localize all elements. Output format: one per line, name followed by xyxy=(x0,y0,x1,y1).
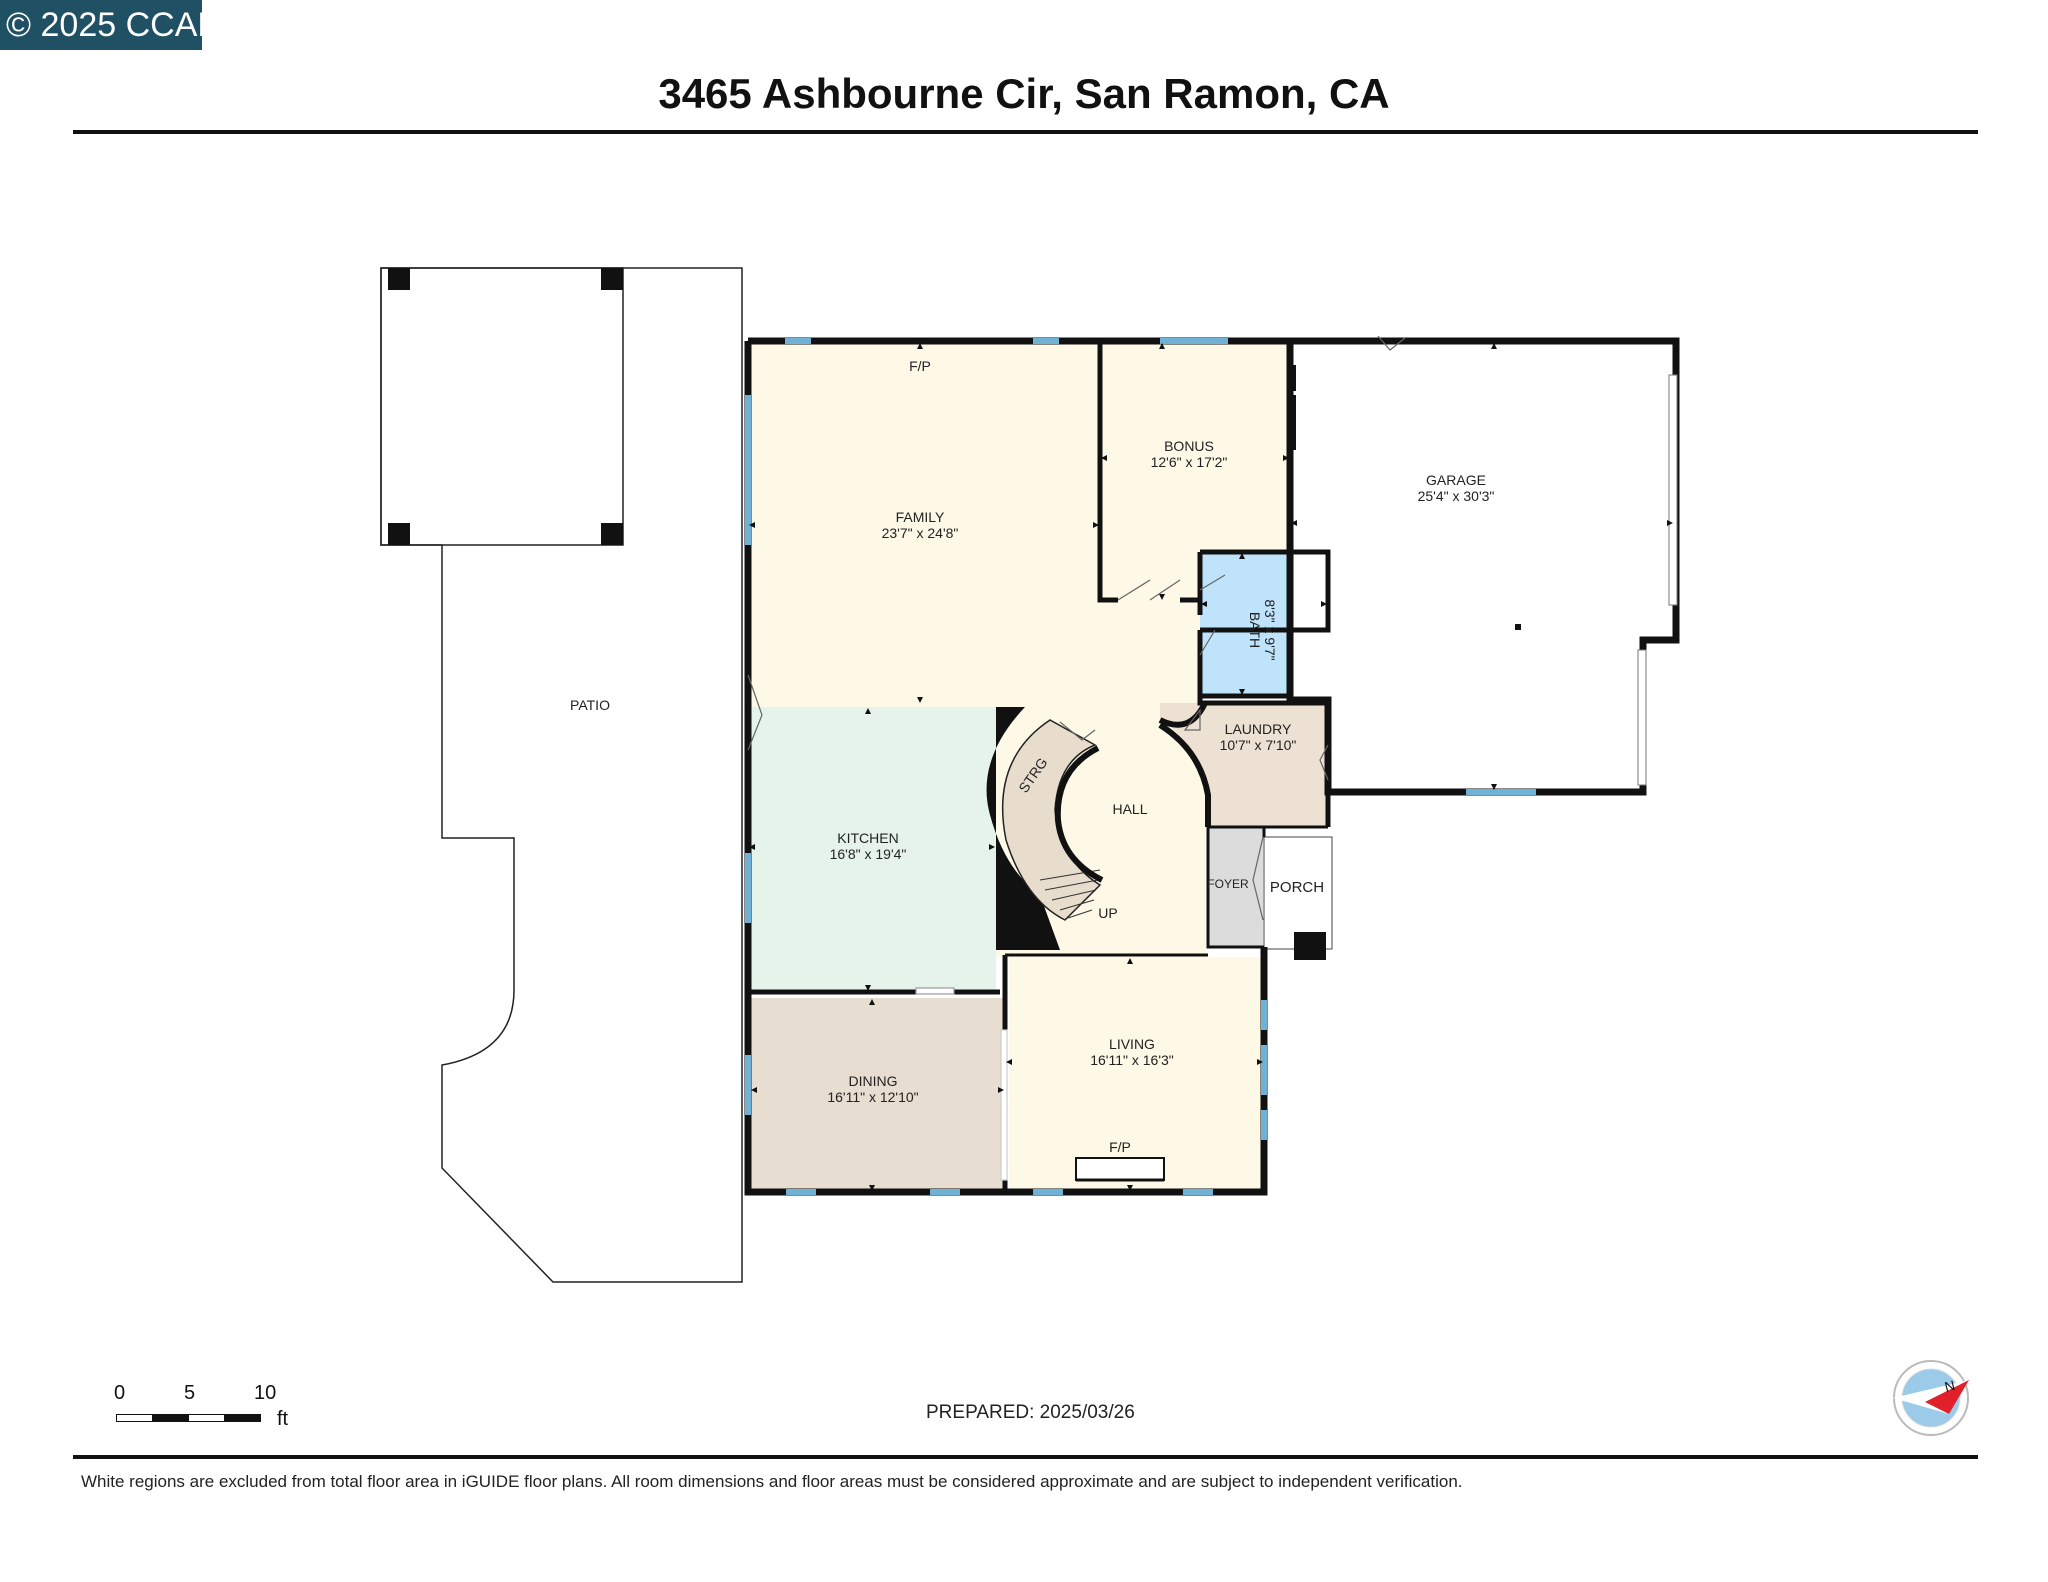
windows xyxy=(745,338,1267,1195)
living-fireplace xyxy=(1075,1157,1165,1181)
garage-area xyxy=(1286,337,1680,796)
room-foyer-fill xyxy=(1208,827,1263,947)
scale-segment xyxy=(152,1414,189,1422)
garage-name: GARAGE xyxy=(1426,472,1486,488)
foyer-name: FOYER xyxy=(1207,877,1249,891)
bonus-dims: 12'6" x 17'2" xyxy=(1151,454,1228,470)
copyright-badge: © 2025 CCAR xyxy=(0,0,222,50)
scale-bar: 0 5 10 ft xyxy=(114,1382,314,1432)
footer-rule xyxy=(73,1455,1978,1459)
kitchen-dims: 16'8" x 19'4" xyxy=(830,846,907,862)
doors xyxy=(747,335,1406,1181)
room-laundry-fill xyxy=(1160,703,1328,827)
patio-area xyxy=(380,267,743,1283)
scale-segment xyxy=(188,1414,225,1422)
stairs-up-label: UP xyxy=(1098,905,1117,921)
scale-label-10: 10 xyxy=(254,1382,277,1404)
living-fp-label: F/P xyxy=(1109,1139,1131,1155)
hall-name: HALL xyxy=(1112,801,1147,817)
stairs xyxy=(986,707,1104,950)
family-name: FAMILY xyxy=(896,509,945,525)
scale-unit: ft xyxy=(277,1408,289,1430)
scale-label-5: 5 xyxy=(184,1382,196,1404)
kitchen-name: KITCHEN xyxy=(837,830,898,846)
room-living-fill xyxy=(1009,957,1264,1192)
room-porch-fill xyxy=(1263,836,1333,950)
compass-icon: N xyxy=(1893,1360,1969,1436)
dining-name: DINING xyxy=(849,1073,898,1089)
bonus-name: BONUS xyxy=(1164,438,1214,454)
bath-name: BATH xyxy=(1247,612,1263,648)
page-title: 3465 Ashbourne Cir, San Ramon, CA xyxy=(658,70,1390,117)
dining-dims: 16'11" x 12'10" xyxy=(827,1089,918,1105)
family-fp-label: F/P xyxy=(909,358,931,374)
laundry-dims: 10'7" x 7'10" xyxy=(1220,737,1297,753)
scale-segment xyxy=(224,1414,261,1422)
title-rule xyxy=(73,130,1978,134)
compass-label: N xyxy=(1943,1377,1957,1395)
porch-name: PORCH xyxy=(1270,879,1324,896)
family-dims: 23'7" x 24'8" xyxy=(882,525,959,541)
bath-dims: 8'3" x 9'7" xyxy=(1262,599,1278,660)
living-name: LIVING xyxy=(1109,1036,1155,1052)
living-dims: 16'11" x 16'3" xyxy=(1090,1052,1174,1068)
disclaimer-text: White regions are excluded from total fl… xyxy=(81,1472,1463,1491)
patio-name: PATIO xyxy=(570,697,610,713)
garage-dims: 25'4" x 30'3" xyxy=(1418,488,1495,504)
scale-label-0: 0 xyxy=(114,1382,126,1404)
scale-segment xyxy=(116,1414,153,1422)
room-dining-fill xyxy=(750,998,1005,1192)
prepared-date: PREPARED: 2025/03/26 xyxy=(926,1402,1135,1423)
laundry-name: LAUNDRY xyxy=(1225,721,1292,737)
porch-column xyxy=(1294,932,1326,960)
